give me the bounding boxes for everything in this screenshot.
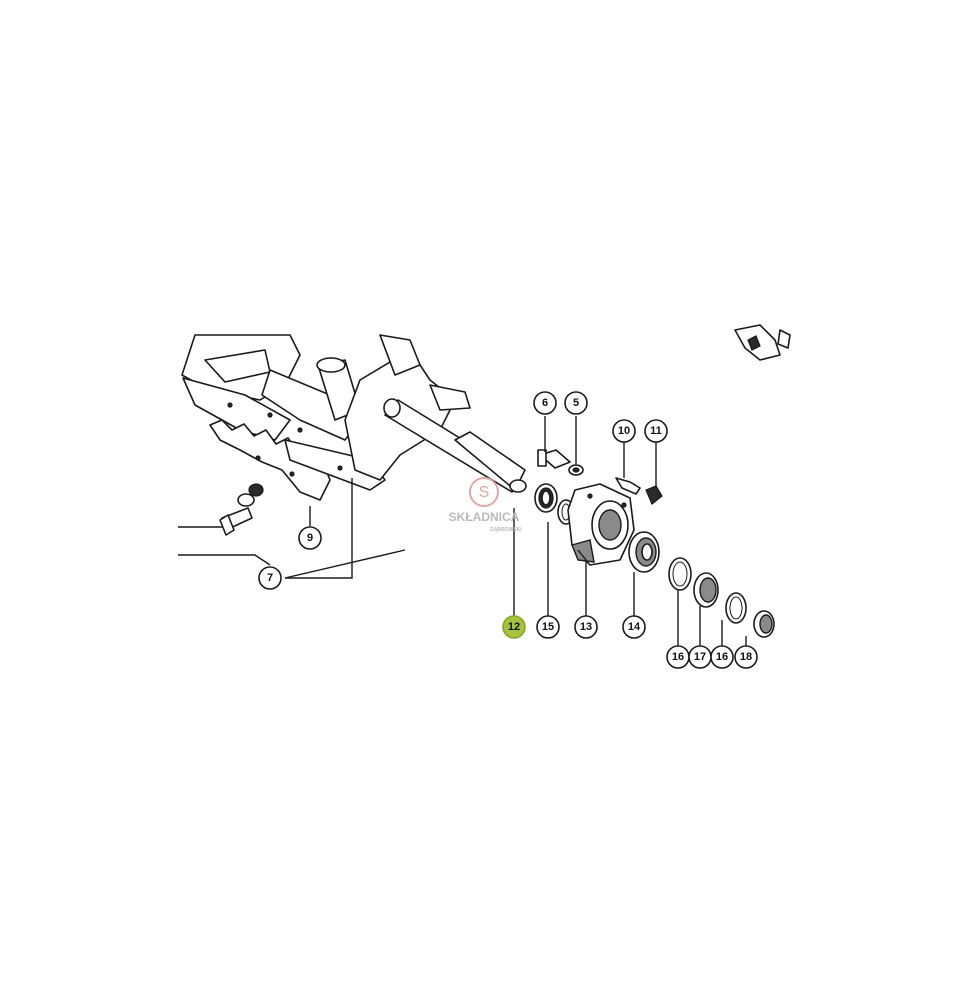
circlip-part-16a [668,557,692,591]
callout-12[interactable]: 12 [502,615,526,639]
bushing-part-18 [753,610,775,638]
callout-5[interactable]: 5 [564,391,588,415]
callout-label: 14 [628,621,641,633]
washer-part-5 [568,464,584,476]
callout-label: 16 [716,651,728,663]
callout-label: 10 [618,425,630,437]
callout-14[interactable]: 14 [622,615,646,639]
callout-labels: 6 5 10 11 9 7 12 15 13 14 16 17 16 18 [258,391,758,669]
housing-part-13 [567,483,635,566]
callout-7[interactable]: 7 [258,566,282,590]
callout-label: 15 [542,621,554,633]
callout-label: 5 [573,397,579,409]
nipple-part-11 [645,485,663,505]
callout-17[interactable]: 17 [688,645,712,669]
callout-11[interactable]: 11 [644,419,668,443]
callout-label: 16 [672,651,684,663]
circlip-part-16b [725,592,747,624]
watermark-logo-icon [469,477,499,507]
callout-label: 18 [740,651,752,663]
watermark-sub: DĄBROWSKI [490,527,522,533]
callout-label: 6 [542,397,548,409]
callout-label: 17 [694,651,706,663]
callout-label: 12 [508,621,520,633]
watermark-logo-glyph: S [479,484,490,501]
sleeve-part-17 [693,572,719,608]
callout-16-second[interactable]: 16 [710,645,734,669]
callout-10[interactable]: 10 [612,419,636,443]
watermark: S SKŁADNICA DĄBROWSKI [449,477,522,533]
adjacent-assembly-fragment [734,324,791,361]
callout-label: 11 [650,425,662,437]
bearing-part-14 [628,531,660,573]
callout-label: 7 [267,572,273,584]
leader-lines [178,416,747,646]
bolt-part-10 [615,477,641,495]
callout-18[interactable]: 18 [734,645,758,669]
bolt-part-6 [537,449,571,469]
bolt-and-washers [178,483,264,536]
callout-15[interactable]: 15 [536,615,560,639]
callout-16-first[interactable]: 16 [666,645,690,669]
callout-9[interactable]: 9 [298,526,322,550]
watermark-brand: SKŁADNICA [449,510,520,524]
callout-6[interactable]: 6 [533,391,557,415]
rotor-frame-assembly [181,334,527,501]
callout-13[interactable]: 13 [574,615,598,639]
callout-label: 13 [580,621,592,633]
callout-label: 9 [307,532,313,544]
seal-part-12 [534,483,558,513]
